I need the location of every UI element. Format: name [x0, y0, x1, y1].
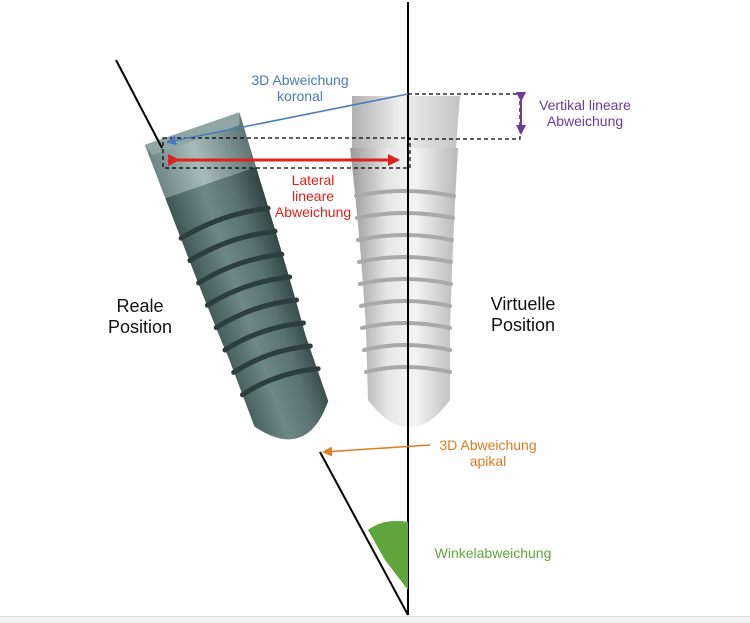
real-label-line2: Position: [107, 316, 173, 337]
coronal-3d-arrow: [166, 93, 409, 146]
angle-label-text: Winkelabweichung: [434, 545, 552, 561]
vertical-label-line1: Vertikal lineare: [539, 97, 631, 113]
vertical-deviation-label: Vertikal lineare Abweichung: [526, 97, 644, 129]
virtual-label-line1: Virtuelle: [490, 294, 556, 314]
real-axis-line-upper: [115, 59, 163, 149]
apical-deviation-label: 3D Abweichung apikal: [418, 437, 558, 469]
virtual-implant: [350, 96, 460, 428]
angle-deviation-label: Winkelabweichung: [418, 545, 568, 561]
real-axis-line-lower: [319, 451, 409, 616]
vertical-label-line2: Abweichung: [546, 113, 624, 130]
virtual-label-line2: Position: [490, 314, 556, 335]
coronal-dashed-box: [162, 137, 411, 169]
real-label-line1: Reale: [116, 296, 164, 316]
apical-label-line2: apikal: [469, 453, 507, 470]
virtual-position-label: Virtuelle Position: [468, 294, 578, 335]
apical-label-line1: 3D Abweichung: [439, 437, 537, 453]
bottom-border-strip: [0, 616, 750, 623]
lateral-deviation-label: Lateral lineare Abweichung: [248, 172, 378, 220]
lateral-label-line2: lineare: [291, 188, 335, 205]
angle-wedge-fill: [368, 521, 408, 590]
coronal-label-line2: koronal: [277, 88, 323, 105]
real-position-label: Reale Position: [90, 296, 190, 337]
coronal-deviation-label: 3D Abweichung koronal: [220, 72, 380, 104]
coronal-label-line1: 3D Abweichung: [251, 72, 349, 88]
lateral-label-line1: Lateral: [291, 172, 335, 188]
real-implant: [144, 112, 329, 440]
apical-arrow: [322, 444, 431, 457]
lateral-label-line3: Abweichung: [274, 204, 352, 221]
